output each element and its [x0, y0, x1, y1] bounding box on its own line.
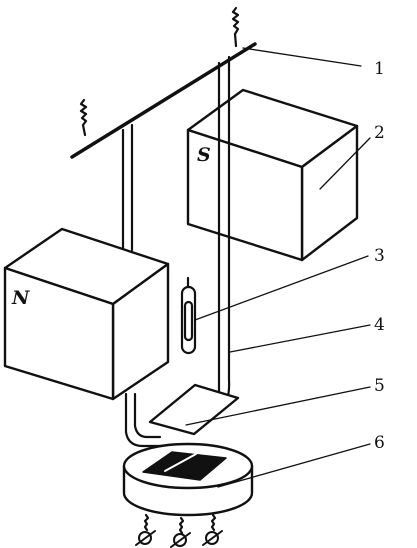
terminal-leads [143, 513, 217, 535]
glass-capsule [180, 276, 197, 355]
callout-2: 2 [374, 123, 385, 143]
terminal-icon-2 [170, 532, 191, 548]
callout-6: 6 [374, 433, 385, 453]
tube-left [121, 123, 170, 448]
magnet-north [3, 227, 170, 401]
electrode-plate [148, 383, 240, 436]
magnet-south [186, 88, 359, 262]
callout-5: 5 [374, 376, 385, 396]
base-heater-window [142, 451, 227, 481]
suspension-wire-right [231, 6, 240, 48]
callout-4: 4 [374, 315, 385, 335]
suspension-wire-left [79, 98, 88, 137]
callout-3: 3 [374, 246, 385, 266]
callout-1: 1 [374, 59, 385, 79]
leader-lines [185, 47, 371, 488]
pole-label-south: S [197, 144, 211, 166]
support-bar [70, 42, 257, 159]
terminal-icon-1 [135, 530, 156, 546]
terminal-icon-3 [202, 530, 223, 546]
pole-label-north: N [11, 287, 30, 309]
